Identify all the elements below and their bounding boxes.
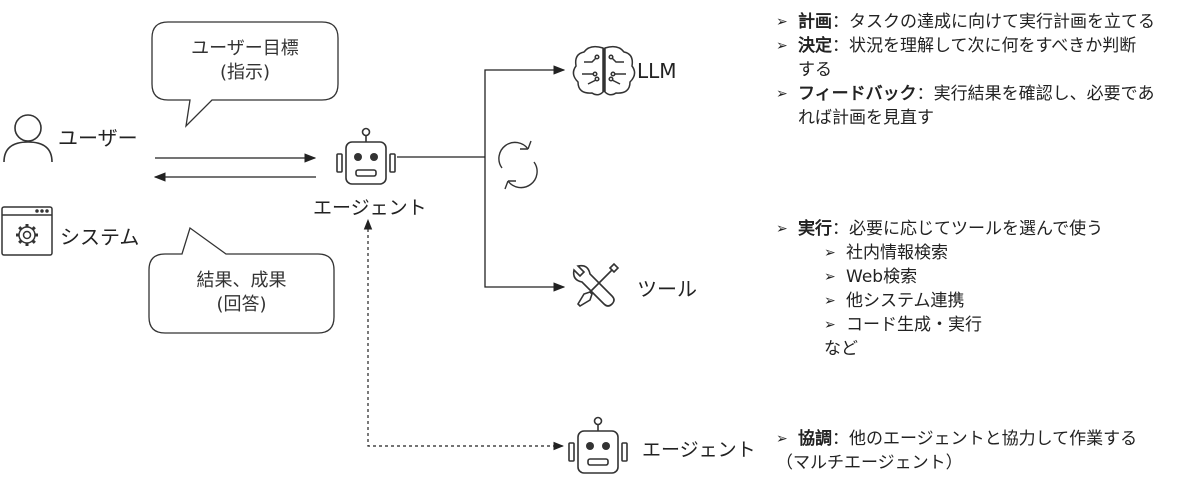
note-plan: 計画：タスクの達成に向けて実行計画を立てる xyxy=(776,10,1186,34)
note-feedback: フィードバック：実行結果を確認し、必要であ xyxy=(776,82,1186,106)
goal-line1: ユーザー目標 xyxy=(191,38,299,59)
note-decide-cont: する xyxy=(798,60,832,80)
system-label: システム xyxy=(60,225,140,249)
system-window-gear-icon xyxy=(1,206,53,256)
dotted-arrow-to-agent xyxy=(363,218,562,447)
note-sub-4: コード生成・実行 xyxy=(776,313,1176,337)
result-line1: 結果、成果 xyxy=(196,270,287,291)
goal-bubble-text: ユーザー目標 (指示) xyxy=(152,37,338,85)
goal-line2: (指示) xyxy=(219,62,271,83)
agent2-label: エージェント xyxy=(642,439,756,461)
note-sub-3: 他システム連携 xyxy=(776,289,1176,313)
tool-label: ツール xyxy=(637,277,697,301)
goal-speech-bubble xyxy=(151,21,339,128)
note-coop-cont: （マルチエージェント） xyxy=(776,453,963,473)
refresh-cycle-icon xyxy=(498,140,538,190)
multi-notes: 協調：他のエージェントと協力して作業する （マルチエージェント） xyxy=(776,427,1186,475)
result-line2: (回答) xyxy=(216,294,267,315)
agent2-robot-icon xyxy=(568,416,628,474)
tool-notes: 実行：必要に応じてツールを選んで使う 社内情報検索 Web検索 他システム連携 … xyxy=(776,217,1176,361)
user-icon xyxy=(3,114,53,163)
note-feedback-cont: れば計画を見直す xyxy=(798,108,934,128)
result-bubble-text: 結果、成果 (回答) xyxy=(149,269,334,317)
note-tail: など xyxy=(824,339,858,359)
user-label: ユーザー xyxy=(58,126,138,150)
agent-label: エージェント xyxy=(313,197,427,219)
note-sub-1: 社内情報検索 xyxy=(776,241,1176,265)
agent-robot-icon xyxy=(336,127,396,185)
tool-wrench-screwdriver-icon xyxy=(572,262,620,308)
note-sub-2: Web検索 xyxy=(776,265,1176,289)
llm-label: LLM xyxy=(637,59,677,83)
arrow-to-llm xyxy=(484,65,566,157)
result-speech-bubble xyxy=(148,226,335,334)
llm-brain-icon xyxy=(572,45,636,96)
arrow-to-tool xyxy=(484,157,566,292)
llm-notes: 計画：タスクの達成に向けて実行計画を立てる 決定：状況を理解して次に何をすべきか… xyxy=(776,10,1186,130)
note-coop: 協調：他のエージェントと協力して作業する xyxy=(776,427,1186,451)
note-decide: 決定：状況を理解して次に何をすべきか判断 xyxy=(776,34,1186,58)
note-execute: 実行：必要に応じてツールを選んで使う xyxy=(776,217,1176,241)
